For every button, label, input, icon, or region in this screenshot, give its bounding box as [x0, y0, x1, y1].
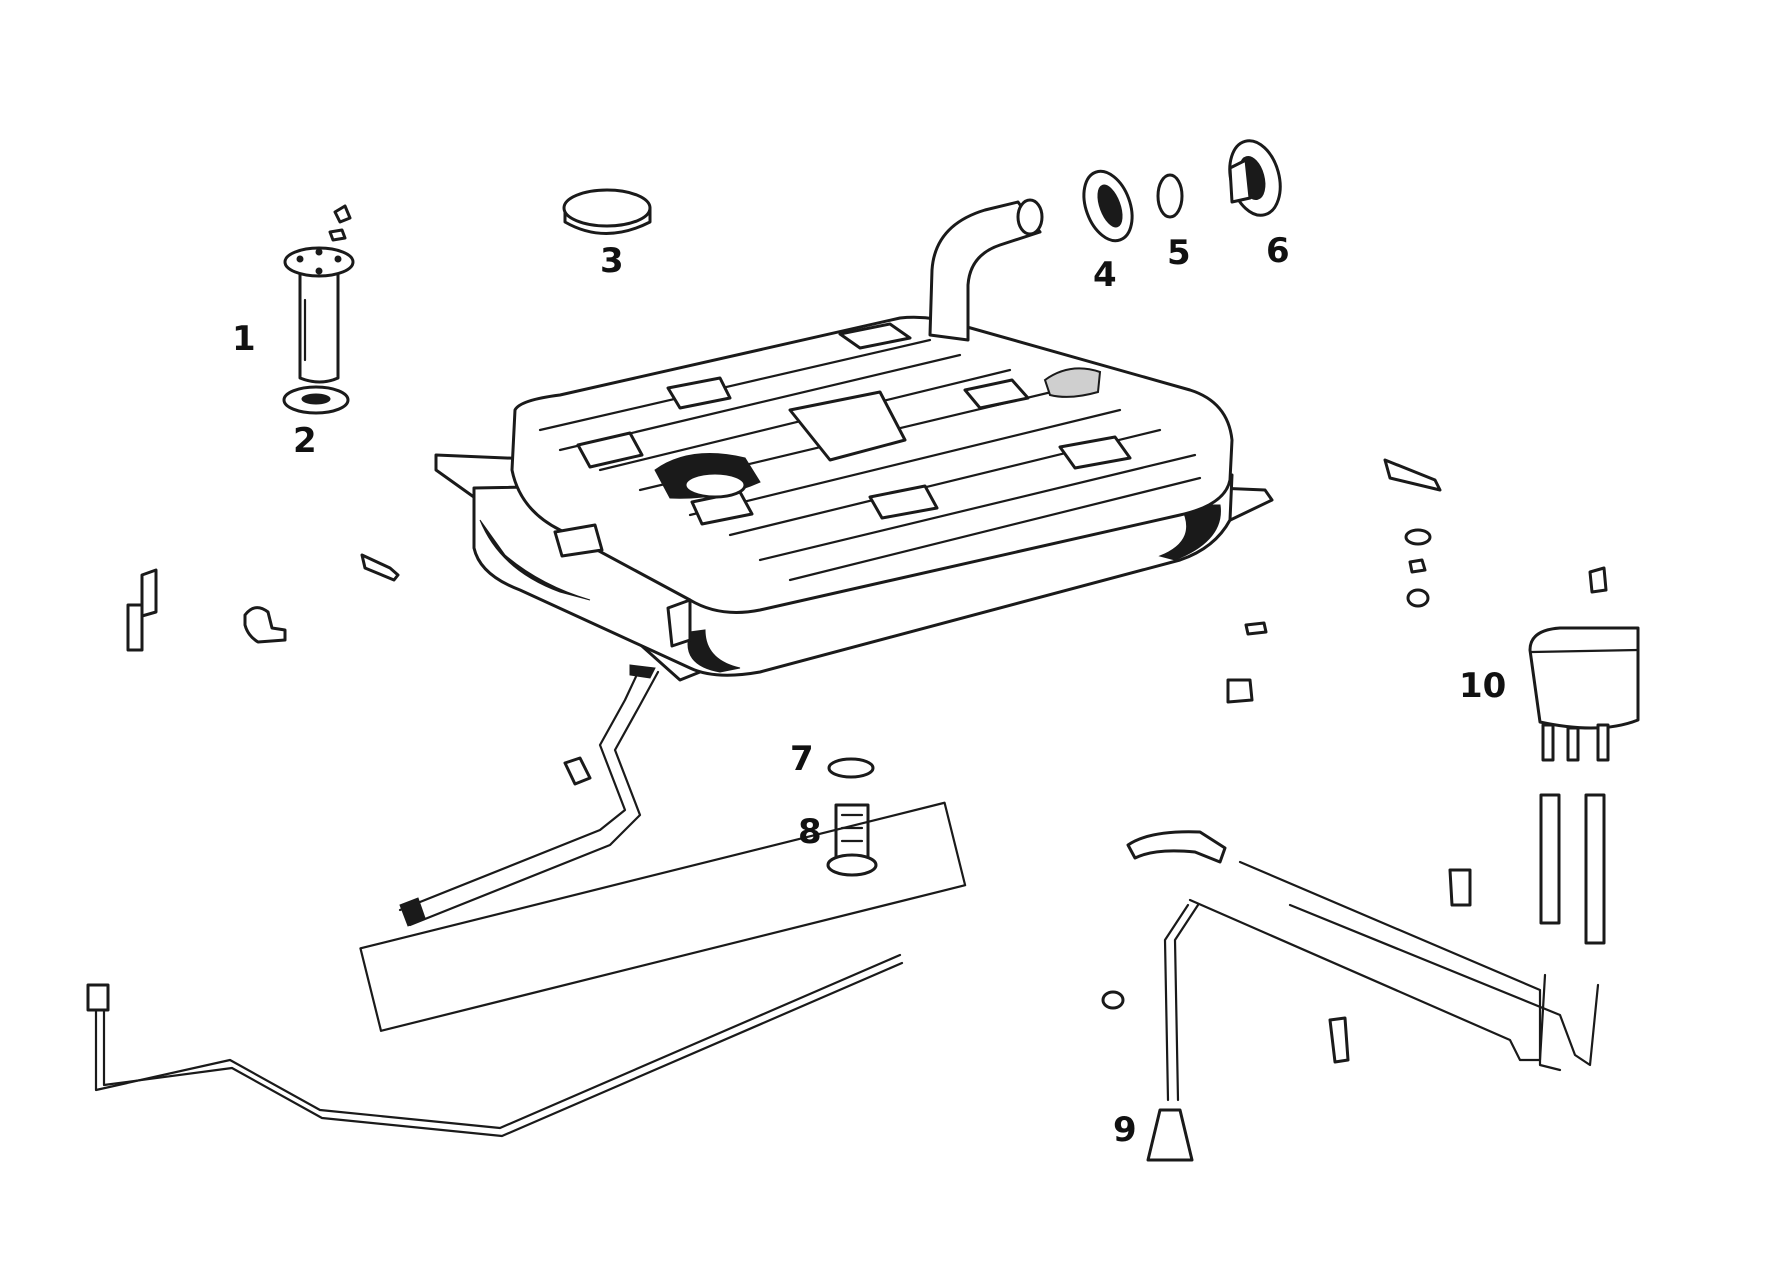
callout-7: 7	[790, 739, 814, 779]
expansion-tank	[1528, 626, 1640, 945]
drain-filter	[826, 803, 878, 877]
callout-3: 3	[600, 241, 624, 281]
filler-o-ring	[1156, 173, 1184, 219]
callout-9: 9	[1113, 1110, 1137, 1150]
fuel-filler-cap	[1228, 139, 1282, 217]
right-mounting-hardware	[1101, 458, 1608, 1064]
callout-8: 8	[798, 812, 822, 852]
callout-labels: 1 2 3 4 5 6 7 8 9 10	[232, 231, 1506, 1150]
callout-10: 10	[1459, 666, 1506, 706]
drain-washer	[827, 757, 875, 779]
breather-hose-pipe	[398, 664, 660, 927]
fuel-level-sender	[283, 204, 355, 384]
tank-cover-plate	[562, 188, 652, 235]
callout-6: 6	[1266, 231, 1290, 271]
callout-5: 5	[1167, 233, 1191, 273]
fuel-tank	[434, 198, 1274, 682]
callout-2: 2	[293, 421, 317, 461]
callout-4: 4	[1093, 255, 1117, 295]
callout-1: 1	[232, 319, 256, 359]
filler-neck-seal	[1082, 169, 1134, 243]
vent-lines	[1126, 830, 1600, 1162]
sender-gasket	[282, 385, 350, 415]
main-fuel-line	[86, 801, 967, 1138]
left-mounting-brackets	[126, 553, 400, 652]
